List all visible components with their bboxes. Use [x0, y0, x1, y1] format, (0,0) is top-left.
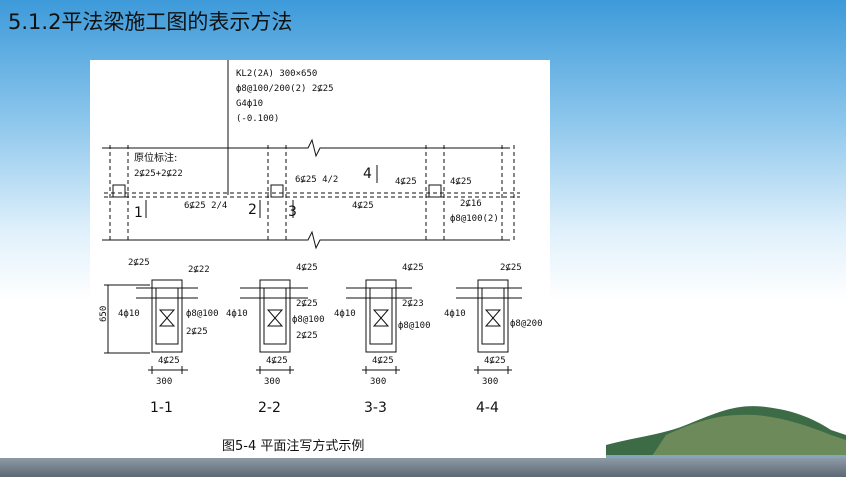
section-1-1-stirrup: ф8@100 — [186, 309, 219, 319]
section-3-3-width: 300 — [370, 377, 386, 387]
cut-mark-3: 3 — [288, 204, 297, 220]
section-2-2-side-note-b: 2⊈25 — [296, 331, 318, 341]
section-1-1: 2⊈25 2⊈22 4ф10 ф8@100 2⊈25 4⊈25 300 1-1 — [118, 258, 219, 416]
section-4-4-bottom-note: 4⊈25 — [484, 356, 506, 366]
cut-mark-2: 2 — [248, 202, 257, 218]
bottom-mid-note: 4⊈25 — [352, 201, 374, 211]
section-1-1-side-note: 2⊈25 — [186, 327, 208, 337]
top-right-note-b: 4⊈25 — [450, 177, 472, 187]
section-4-4-waist: 4ф10 — [444, 309, 466, 319]
section-3-3: 4⊈25 2⊈23 4ф10 ф8@100 4⊈25 300 3-3 — [334, 263, 431, 416]
section-1-1-waist: 4ф10 — [118, 309, 140, 319]
section-4-4-label: 4-4 — [476, 400, 499, 416]
island-decoration — [606, 406, 846, 465]
section-3-3-top-note: 4⊈25 — [402, 263, 424, 273]
section-2-2-stirrup: ф8@100 — [292, 315, 325, 325]
right-note-2: ф8@100(2) — [450, 214, 499, 224]
bottom-band — [0, 458, 846, 477]
right-note-1: 2⊈16 — [460, 199, 482, 209]
cut-mark-1: 1 — [134, 205, 143, 221]
section-2-2-waist: 4ф10 — [226, 309, 248, 319]
section-1-1-top-note2: 2⊈22 — [188, 265, 210, 275]
centralized-line2: ф8@100/200(2) 2⊈25 — [236, 84, 334, 94]
top-mid-note: 6⊈25 4/2 — [295, 175, 338, 185]
centralized-line1: KL2(2A) 300×650 — [236, 69, 317, 79]
centralized-line4: (-0.100) — [236, 114, 279, 124]
section-4-4-width: 300 — [482, 377, 498, 387]
section-3-3-side-note: 2⊈23 — [402, 299, 424, 309]
section-3-3-stirrup: ф8@100 — [398, 321, 431, 331]
section-1-1-bottom-note: 4⊈25 — [158, 356, 180, 366]
in-situ-value: 2⊈25+2⊈22 — [134, 169, 183, 179]
section-3-3-waist: 4ф10 — [334, 309, 356, 319]
bottom-left-note: 6⊈25 2/4 — [184, 201, 227, 211]
in-situ-title: 原位标注: — [134, 151, 177, 164]
section-1-1-label: 1-1 — [150, 400, 173, 416]
section-2-2: 4⊈25 2⊈25 4ф10 ф8@100 2⊈25 4⊈25 300 2-2 — [226, 263, 325, 416]
section-4-4-top-note: 2⊈25 — [500, 263, 522, 273]
section-2-2-width: 300 — [264, 377, 280, 387]
beam-drawing-svg: KL2(2A) 300×650 ф8@100/200(2) 2⊈25 G4ф10… — [99, 60, 543, 454]
top-right-note-a: 4⊈25 — [395, 177, 417, 187]
section-4-4: 2⊈25 4ф10 ф8@200 4⊈25 300 4-4 — [444, 263, 543, 416]
section-2-2-bottom-note: 4⊈25 — [266, 356, 288, 366]
height-label: 650 — [99, 306, 109, 322]
cut-mark-4: 4 — [363, 166, 372, 182]
section-3-3-bottom-note: 4⊈25 — [372, 356, 394, 366]
centralized-line3: G4ф10 — [236, 99, 263, 109]
section-1-1-top-note: 2⊈25 — [128, 258, 150, 268]
section-2-2-top-note: 4⊈25 — [296, 263, 318, 273]
section-3-3-label: 3-3 — [364, 400, 387, 416]
section-4-4-stirrup: ф8@200 — [510, 319, 543, 329]
section-2-2-label: 2-2 — [258, 400, 281, 416]
figure-caption: 图5-4 平面注写方式示例 — [222, 438, 364, 454]
slide-title: 5.1.2平法梁施工图的表示方法 — [8, 10, 293, 34]
beam-drawing-figure: KL2(2A) 300×650 ф8@100/200(2) 2⊈25 G4ф10… — [90, 60, 550, 460]
section-1-1-width: 300 — [156, 377, 172, 387]
section-2-2-side-note-a: 2⊈25 — [296, 299, 318, 309]
